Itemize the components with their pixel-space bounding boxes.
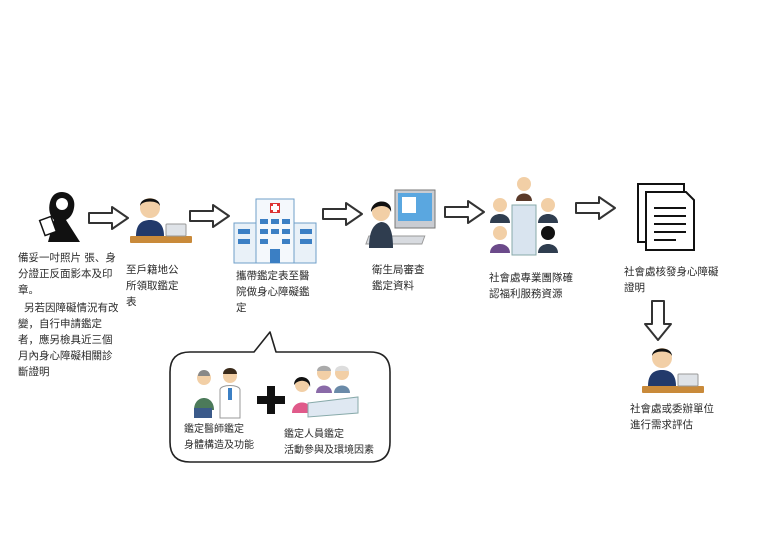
- document-icon: [637, 183, 695, 251]
- step1-text: 備妥一吋照片 張、身分證正反面影本及印章。: [18, 252, 116, 296]
- assessment-team-icon: [292, 365, 359, 418]
- arrow-right-icon: [322, 202, 363, 226]
- arrow-right-icon: [88, 206, 129, 230]
- arrow-down-icon: [644, 300, 672, 341]
- person-photo-icon: [38, 192, 80, 242]
- arrow-right-icon: [189, 204, 230, 228]
- computer-review-icon: [365, 189, 436, 248]
- doctor-patient-icon: [194, 368, 241, 419]
- plus-icon: [257, 386, 285, 414]
- step1-note-text: 另若因障礙情況有改變，自行申請鑑定者，應另檢具近三個月內身心障礙相關診斷證明: [18, 302, 119, 378]
- staff-label-1: 鑑定人員鑑定: [284, 429, 344, 440]
- staff-label-2: 活動參與及環境因素: [284, 445, 374, 456]
- step5-text: 社會處專業團隊確認福利服務資源: [489, 272, 573, 300]
- step6-text: 社會處核發身心障礙證明: [624, 266, 719, 294]
- step3-text: 攜帶鑑定表至醫院做身心障礙鑑定: [236, 270, 310, 314]
- step7-text: 社會處或委辦單位進行需求評估: [630, 403, 714, 431]
- hospital-icon: [233, 198, 317, 264]
- doctor-label-1: 鑑定醫師鑑定: [184, 424, 244, 435]
- arrow-right-icon: [575, 196, 616, 220]
- arrow-right-icon: [444, 200, 485, 224]
- step4-text: 衛生局審查鑑定資料: [372, 264, 425, 292]
- office-worker-icon: [130, 198, 192, 243]
- step2-text: 至戶籍地公所領取鑑定表: [126, 264, 179, 308]
- office-worker-icon: [642, 348, 704, 393]
- doctor-label-2: 身體構造及功能: [184, 440, 254, 451]
- team-meeting-icon: [490, 177, 558, 256]
